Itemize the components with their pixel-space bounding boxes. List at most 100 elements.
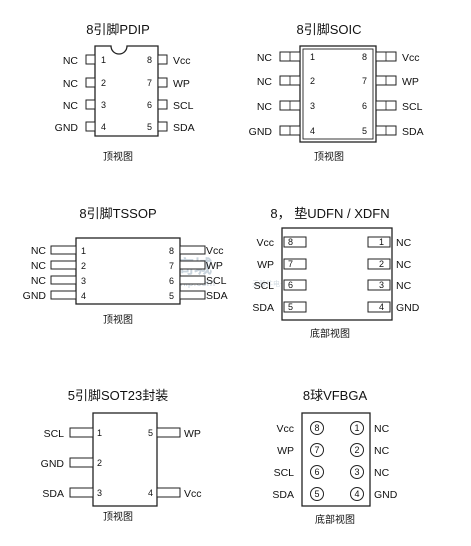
pin-number: 3	[354, 467, 359, 477]
pin-pad	[85, 77, 96, 88]
package-udfn: 8， 垫UDFN / XDFN 8 7 6 5 1 2 3 4 Vcc WP S…	[252, 206, 419, 340]
pin-label: NC	[257, 101, 273, 113]
ball	[310, 487, 324, 501]
pad	[283, 236, 307, 248]
pin-label: NC	[374, 423, 390, 435]
pin-lead	[179, 260, 206, 270]
ball	[310, 465, 324, 479]
pin-number: 8	[288, 237, 293, 247]
pin-number: 4	[354, 489, 359, 499]
package-vfbga: 8球VFBGA 8 7 6 5 1 2 3 4 Vcc WP SCL SDA N…	[272, 388, 397, 526]
pin-lead	[50, 245, 77, 255]
pin-number: 2	[354, 445, 359, 455]
ball	[350, 421, 364, 435]
pin-number: 3	[81, 276, 86, 286]
pin-number: 8	[362, 52, 367, 62]
pin-number: 1	[354, 423, 359, 433]
pin-label: Vcc	[206, 245, 224, 257]
ball	[350, 487, 364, 501]
pin-number: 5	[148, 428, 153, 438]
pin-label: Vcc	[173, 55, 191, 67]
pin-number: 3	[101, 100, 106, 110]
pin-label: Vcc	[402, 52, 420, 64]
pin-label: WP	[206, 260, 223, 272]
pin-label: SCL	[44, 428, 65, 440]
pin-lead	[179, 245, 206, 255]
package-sot23: 5引脚SOT23封装 1 2 3 5 4 SCL GND SDA WP Vcc …	[41, 388, 202, 523]
ball	[350, 465, 364, 479]
pin-number: 8	[169, 246, 174, 256]
chip-inner-outline	[302, 48, 374, 140]
chip-body	[92, 412, 158, 507]
pin-lead	[179, 275, 206, 285]
pin-number: 7	[362, 76, 367, 86]
pin-label: SDA	[206, 290, 228, 302]
pin-number: 2	[81, 261, 86, 271]
pin-label: NC	[396, 259, 412, 271]
pin-number: 6	[314, 467, 319, 477]
pin-pad	[85, 99, 96, 110]
pin-number: 2	[310, 76, 315, 86]
pin-number: 3	[97, 488, 102, 498]
pin-label: GND	[396, 302, 420, 314]
pin-label: SDA	[173, 122, 195, 134]
pin-label: WP	[184, 428, 201, 440]
package-pdip: 8引脚PDIP 1 2 3 4 8 7 6 5 NC NC NC GND Vcc…	[55, 22, 195, 163]
pad	[283, 301, 307, 313]
pin-number: 4	[310, 126, 315, 136]
pin-label: NC	[396, 280, 412, 292]
view-caption: 顶视图	[103, 510, 133, 523]
pin-number: 7	[288, 259, 293, 269]
pin-number: 2	[379, 259, 384, 269]
pin-label: Vcc	[276, 423, 294, 435]
pin-pad	[157, 77, 168, 88]
package-title: 8球VFBGA	[303, 388, 368, 403]
pin-number: 7	[147, 78, 152, 88]
pin-label: WP	[277, 445, 294, 457]
pin-number: 4	[81, 291, 86, 301]
chip-body	[299, 45, 377, 143]
pin-label: NC	[63, 78, 79, 90]
pin-label: SCL	[254, 280, 275, 292]
pin-lead	[50, 275, 77, 285]
pin-pad	[157, 54, 168, 65]
pad	[283, 279, 307, 291]
pin-number: 4	[101, 122, 106, 132]
pin-label: SDA	[42, 488, 64, 500]
package-tssop: 8引脚TSSOP 1 2 3 4 8 7 6 5 NC NC NC GND Vc…	[23, 206, 228, 326]
package-title: 8引脚TSSOP	[79, 206, 156, 221]
ball	[310, 421, 324, 435]
chip-body	[94, 45, 159, 137]
pin-number: 1	[379, 237, 384, 247]
pin-number: 5	[288, 302, 293, 312]
pin-number: 1	[97, 428, 102, 438]
pin-label: SCL	[206, 275, 227, 287]
view-caption: 顶视图	[103, 313, 133, 326]
package-soic: 8引脚SOIC 1 2 3 4 8 7 6 5 NC NC NC GND Vcc…	[249, 22, 424, 163]
pin-label: NC	[63, 55, 79, 67]
pin-number: 7	[169, 261, 174, 271]
pad	[367, 236, 391, 248]
pin-number: 5	[362, 126, 367, 136]
pin-lead	[69, 427, 94, 438]
pin-number: 6	[288, 280, 293, 290]
pin-number: 3	[379, 280, 384, 290]
pin-label: NC	[31, 245, 47, 257]
pin-label: Vcc	[256, 237, 274, 249]
pin-lead	[50, 290, 77, 300]
pin-label: NC	[257, 52, 273, 64]
package-title: 8， 垫UDFN / XDFN	[270, 206, 389, 221]
pin-number: 1	[310, 52, 315, 62]
pin-label: SCL	[274, 467, 295, 479]
pin-number: 8	[314, 423, 319, 433]
watermark-slogan: 元器件电子商城	[252, 279, 301, 288]
package-title: 8引脚SOIC	[296, 22, 361, 37]
pin-label: GND	[249, 126, 273, 138]
pin-lead	[69, 457, 94, 468]
pin-number: 6	[362, 101, 367, 111]
pin-label: SDA	[272, 489, 294, 501]
pin-number: 6	[147, 100, 152, 110]
chip-body	[75, 237, 181, 305]
pin-label: SDA	[402, 126, 424, 138]
view-caption: 顶视图	[314, 150, 344, 163]
